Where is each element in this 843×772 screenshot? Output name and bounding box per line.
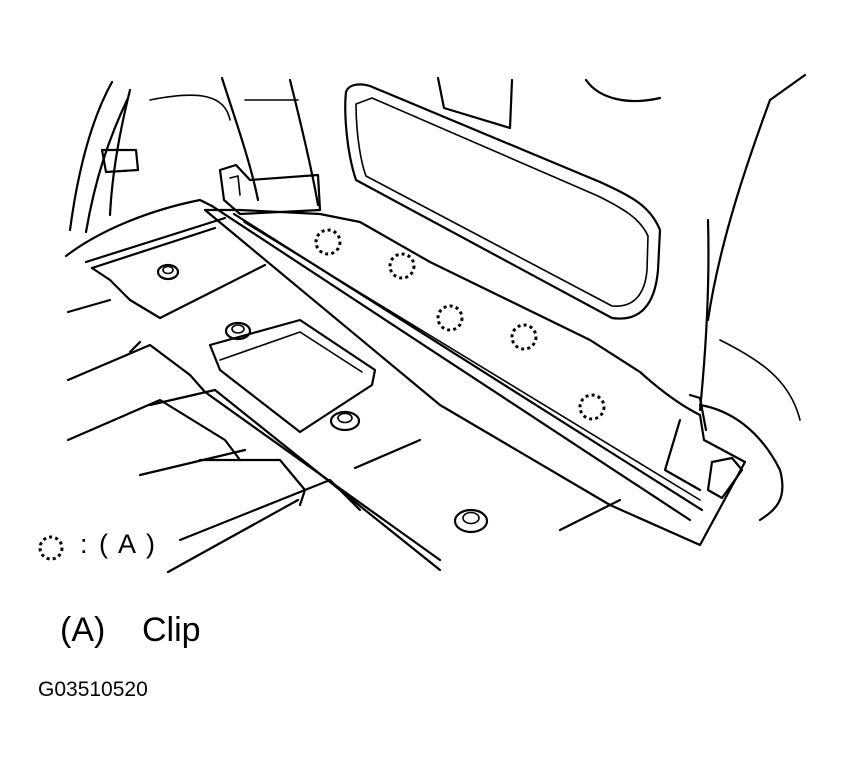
caption-code: (A) bbox=[60, 611, 106, 649]
cargo-floor-trim-drawing bbox=[64, 73, 807, 574]
cargo-floor bbox=[64, 198, 622, 574]
clip-4 bbox=[510, 323, 538, 351]
legend-label: : ( A ) bbox=[80, 529, 158, 559]
caption-label: Clip bbox=[142, 611, 201, 649]
floor-grommets bbox=[156, 263, 489, 534]
dashed-circle-icon bbox=[38, 535, 64, 561]
figure-id: G03510520 bbox=[38, 678, 148, 701]
left-pillar-outline bbox=[68, 80, 231, 234]
clip-2 bbox=[388, 252, 416, 280]
clip-1 bbox=[314, 228, 342, 256]
clip-marks bbox=[314, 228, 606, 421]
clip-5 bbox=[578, 393, 606, 421]
quarter-panel bbox=[344, 73, 807, 522]
clip-3 bbox=[436, 304, 464, 332]
caption: (A) Clip bbox=[60, 611, 201, 650]
rear-sill-trim bbox=[203, 204, 747, 547]
center-pillar bbox=[218, 76, 322, 216]
